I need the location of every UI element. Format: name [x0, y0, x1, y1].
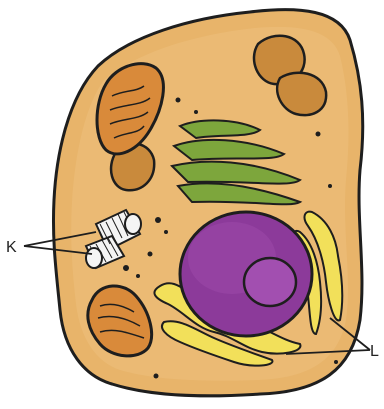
label-k: K [6, 239, 17, 256]
nucleus-icon [180, 212, 312, 336]
label-l: L [370, 343, 379, 360]
nucleolus [244, 258, 296, 306]
